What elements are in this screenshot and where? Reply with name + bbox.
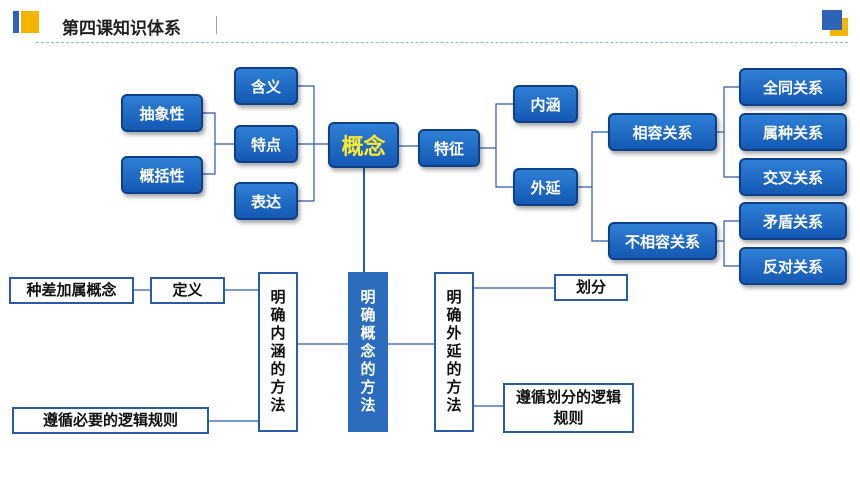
node-feature: 特征: [418, 129, 480, 167]
logo-bar-icon: [13, 11, 19, 33]
node-genus-species-relation: 属种关系: [739, 113, 847, 151]
vbox-intension-method: 明确内涵的方法: [258, 272, 298, 432]
header-dashed-rule: [36, 42, 848, 43]
node-opposition-relation: 反对关系: [739, 247, 847, 285]
node-abstract: 抽象性: [121, 94, 203, 132]
page-title: 第四课知识体系: [62, 19, 181, 39]
node-contradiction-relation: 矛盾关系: [739, 202, 847, 240]
vbox-extension-method: 明确外延的方法: [434, 272, 474, 432]
node-general: 概括性: [121, 156, 203, 194]
node-incompatible-relation: 不相容关系: [608, 222, 717, 260]
box-definition: 定义: [150, 277, 225, 304]
logo-square-icon: [21, 11, 39, 33]
corner-square-icon: [822, 10, 842, 30]
node-meaning: 含义: [234, 67, 298, 105]
box-logic-rules: 遵循必要的逻辑规则: [12, 407, 209, 434]
node-concept-center: 概念: [328, 122, 399, 168]
node-identity-relation: 全同关系: [739, 68, 847, 106]
box-division: 划分: [554, 274, 628, 301]
node-cross-relation: 交叉关系: [739, 158, 847, 196]
node-characteristics: 特点: [234, 125, 298, 163]
node-extension: 外延: [513, 168, 578, 206]
box-division-rules: 遵循划分的逻辑规则: [503, 383, 634, 433]
node-expression: 表达: [234, 182, 298, 220]
title-divider: [216, 16, 217, 34]
node-intension: 内涵: [513, 85, 578, 123]
node-compatible-relation: 相容关系: [608, 113, 717, 151]
box-genus-differentia: 种差加属概念: [9, 277, 134, 304]
vbox-concept-method: 明确概念的方法: [348, 272, 388, 432]
